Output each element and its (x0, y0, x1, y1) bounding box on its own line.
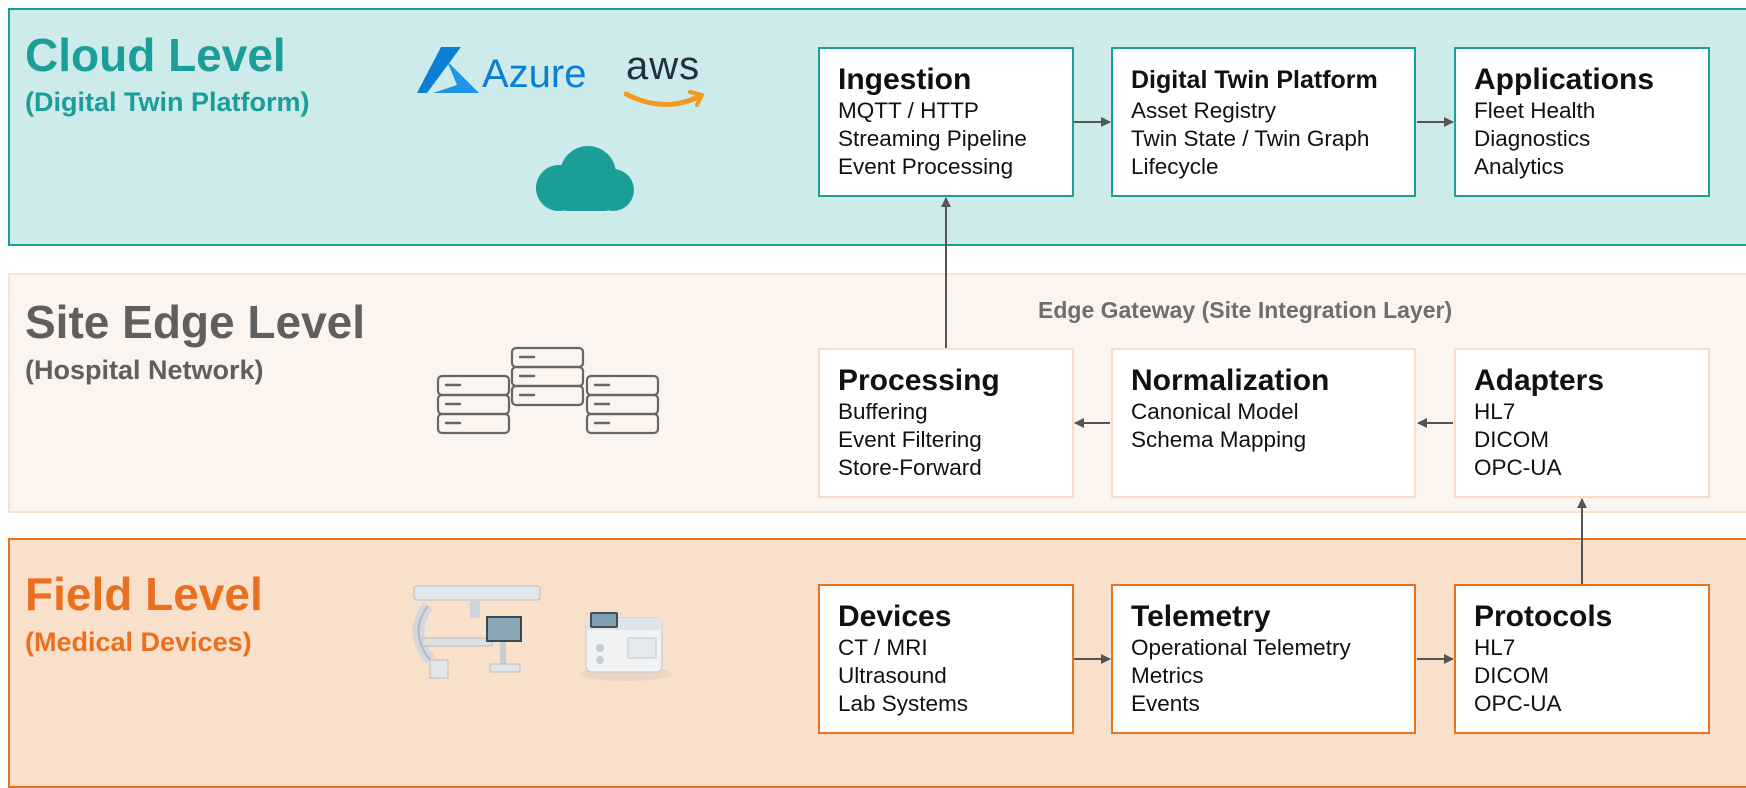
edge-gateway-label: Edge Gateway (Site Integration Layer) (1038, 297, 1453, 323)
digital-twin-platform-title: Digital Twin Platform (1131, 66, 1378, 94)
box-line: Ultrasound (838, 663, 947, 688)
normalization-title: Normalization (1131, 364, 1330, 397)
telemetry-title: Telemetry (1131, 600, 1271, 633)
box-line: Event Filtering (838, 427, 982, 452)
box-line: DICOM (1474, 663, 1549, 688)
box-line: HL7 (1474, 399, 1516, 424)
box-line: Twin State / Twin Graph (1131, 126, 1370, 151)
box-line: Event Processing (838, 154, 1014, 179)
box-line: DICOM (1474, 427, 1549, 452)
processing-title: Processing (838, 364, 1000, 397)
box-line: Operational Telemetry (1131, 635, 1351, 660)
box-line: Events (1131, 691, 1200, 716)
protocols-title: Protocols (1474, 600, 1613, 633)
box-line: Lab Systems (838, 691, 969, 716)
box-line: HL7 (1474, 635, 1516, 660)
adapters-title: Adapters (1474, 364, 1605, 397)
box-line: MQTT / HTTP (838, 98, 979, 123)
applications-title: Applications (1474, 63, 1655, 96)
box-line: OPC-UA (1474, 691, 1562, 716)
box-line: Buffering (838, 399, 928, 424)
box-line: OPC-UA (1474, 455, 1562, 480)
aws-logo-text: aws (626, 44, 701, 88)
azure-logo-text: Azure (482, 52, 587, 96)
box-line: Fleet Health (1474, 98, 1596, 123)
box-line: Analytics (1474, 154, 1565, 179)
box-line: Asset Registry (1131, 98, 1277, 123)
cloud-level-title: Cloud Level (25, 29, 286, 81)
box-line: Metrics (1131, 663, 1204, 688)
aws-logo-icon (624, 90, 704, 107)
box-line: Canonical Model (1131, 399, 1299, 424)
box-line: Store-Forward (838, 455, 982, 480)
edge-level-title: Site Edge Level (25, 296, 366, 348)
box-line: CT / MRI (838, 635, 928, 660)
field-level-subtitle: (Medical Devices) (25, 627, 252, 657)
azure-logo-icon (417, 47, 479, 93)
box-line: Lifecycle (1131, 154, 1219, 179)
ingestion-title: Ingestion (838, 63, 972, 96)
lab-analyzer-icon (580, 612, 672, 681)
cloud-icon (536, 146, 634, 211)
field-level-title: Field Level (25, 568, 263, 620)
medical-imaging-device-icon (412, 585, 541, 679)
devices-title: Devices (838, 600, 952, 633)
cloud-level-subtitle: (Digital Twin Platform) (25, 87, 310, 117)
server-stack-icon (436, 346, 660, 435)
box-line: Streaming Pipeline (838, 126, 1027, 151)
edge-level-subtitle: (Hospital Network) (25, 355, 264, 385)
box-line: Diagnostics (1474, 126, 1591, 151)
box-line: Schema Mapping (1131, 427, 1307, 452)
